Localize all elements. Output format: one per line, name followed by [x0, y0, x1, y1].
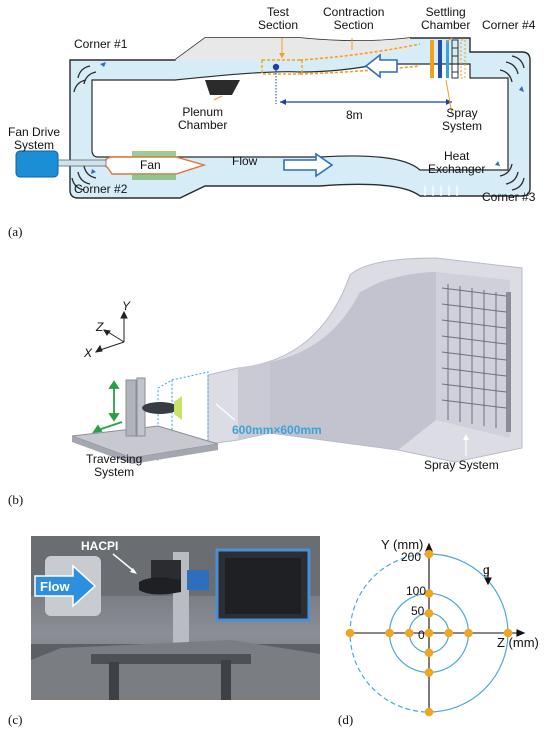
label-hacpi: HACPI	[81, 539, 119, 553]
label-corner-3: Corner #3	[482, 190, 536, 204]
panel-tag-a: (a)	[8, 224, 23, 239]
sample-point	[424, 589, 434, 598]
sample-point	[424, 549, 434, 559]
upper-flow-arrow	[364, 53, 398, 79]
label-fan-drive-system: Fan Drive System	[8, 125, 61, 152]
label-traversing-system: Traversing System	[86, 452, 143, 479]
label-corner-1: Corner #1	[74, 37, 128, 51]
tick-label-200: 200	[401, 550, 422, 564]
gravity-label: g	[483, 563, 490, 577]
label-flow: Flow	[232, 154, 258, 168]
tick-label-50: 50	[411, 604, 425, 618]
sample-points	[345, 549, 513, 717]
fan-drive-motor	[15, 150, 59, 178]
label-heat-exchanger: Heat Exchanger	[428, 149, 486, 176]
label-fan: Fan	[140, 158, 161, 172]
sample-point	[503, 628, 513, 638]
corner-vanes	[71, 55, 525, 191]
panel-tag-d: (d)	[338, 712, 354, 727]
label-test-section: Test Section	[258, 5, 299, 32]
sample-point	[464, 628, 473, 638]
label-spray-system-a: Spray System	[442, 106, 483, 133]
label-plenum-chamber: Plenum Chamber	[178, 105, 228, 132]
sample-point	[444, 628, 454, 638]
sample-point	[404, 628, 414, 638]
label-corner-2: Corner #2	[74, 182, 128, 196]
tick-label-0: 0	[418, 628, 425, 642]
label-distance: 8m	[346, 108, 363, 122]
test-section-box	[261, 59, 303, 75]
experiment-photo: HACPI Flow	[31, 536, 320, 700]
photo-scene	[31, 536, 320, 700]
axis-x-label: X	[84, 346, 93, 360]
panel-tag-b: (b)	[8, 492, 24, 507]
label-spray-system-b: Spray System	[424, 458, 499, 472]
photo-flow-arrow	[34, 564, 97, 608]
label-photo-flow: Flow	[40, 579, 70, 594]
label-contraction-section: Contraction Section	[323, 5, 385, 32]
sample-point	[385, 628, 394, 638]
axis-z-label: Z	[96, 320, 104, 334]
label-corner-4: Corner #4	[482, 18, 536, 32]
axis-y-mm-label: Y (mm)	[381, 537, 424, 552]
axes-triad	[94, 310, 128, 353]
sample-point	[424, 628, 434, 638]
label-settling-chamber: Settling Chamber	[421, 5, 471, 32]
label-section-size: 600mm×600mm	[232, 423, 322, 437]
sample-point	[424, 608, 434, 618]
spray-grid	[441, 284, 507, 428]
sample-point	[424, 707, 434, 717]
lower-flow-arrow	[283, 152, 334, 178]
tick-label-100: 100	[406, 584, 427, 598]
sample-point	[345, 628, 355, 638]
sample-point	[424, 648, 434, 658]
tunnel-inner-wall	[91, 63, 509, 171]
sample-point	[424, 668, 434, 677]
axis-z-mm-label: Z (mm)	[497, 635, 539, 650]
axis-y-label: Y	[122, 299, 131, 313]
panel-tag-c: (c)	[8, 712, 23, 727]
panel-d-axes	[346, 542, 526, 712]
